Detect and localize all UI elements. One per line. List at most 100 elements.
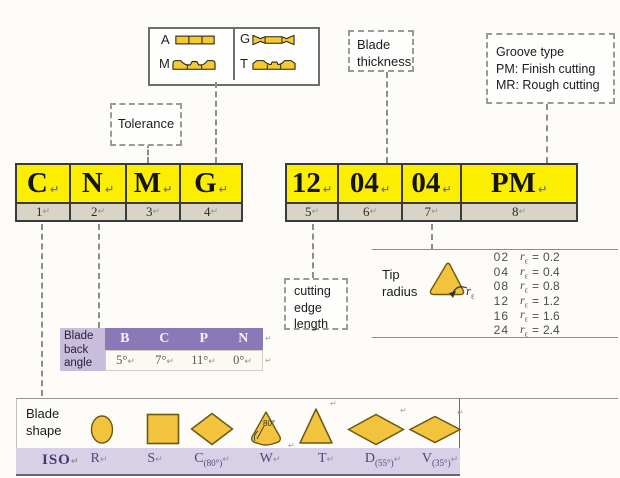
radius-r: r <box>520 249 525 264</box>
back-angle-line1: Blade <box>64 330 94 342</box>
code-cell-2: N↵ 2↵ <box>71 165 127 220</box>
tip-radius-rule-bottom <box>372 337 618 338</box>
tip-radius-line2: radius <box>382 284 418 300</box>
blade-shape-label: Blade shape <box>26 405 61 439</box>
radius-value: 0.4 <box>543 264 560 279</box>
back-angle-header: C <box>159 331 170 346</box>
connector-cell1-to-shape-table <box>41 224 43 396</box>
radius-epsilon: ε <box>524 285 529 295</box>
back-angle-value: 0°↵ <box>233 353 252 367</box>
return-mark: ↵ <box>288 441 295 450</box>
radius-epsilon: ε <box>524 256 529 266</box>
radius-code: 16 <box>493 308 509 323</box>
code-char-6: 04 <box>349 167 379 199</box>
shape-diamond-55-icon <box>347 413 405 446</box>
tip-radius-triangle-icon <box>429 262 465 296</box>
back-angle-header: N <box>238 331 249 346</box>
return-mark: ↵ <box>210 206 219 217</box>
radius-value: 1.2 <box>543 294 560 309</box>
radius-arrow-icon <box>449 286 468 298</box>
cutting-edge-line3: length <box>294 317 329 331</box>
radius-code: 02 <box>493 250 509 265</box>
tip-radius-line1: Tip <box>382 267 400 282</box>
radius-epsilon: ε <box>471 291 475 301</box>
blade-thickness-callout: Blade thickness <box>348 30 414 72</box>
connector-cell7-to-radius <box>431 224 433 250</box>
shape-table-top-rule <box>16 398 618 399</box>
connector-thickness-to-cell6 <box>386 72 388 163</box>
radius-code: 12 <box>493 294 509 309</box>
connector-groove-to-cell8 <box>546 104 548 163</box>
code-char-5: 12 <box>291 167 321 199</box>
return-mark: ↵ <box>330 399 337 408</box>
return-mark: ↵ <box>152 206 161 217</box>
icon-t-label: T <box>240 56 248 71</box>
shape-trigon-80-icon: 80° <box>251 411 281 446</box>
position-number-5: 5 <box>304 204 312 219</box>
return-mark: ↵ <box>265 356 272 365</box>
iso-title: ISO↵ <box>42 452 80 468</box>
shape-square-icon <box>146 413 180 445</box>
code-char-3: M <box>133 167 162 199</box>
radius-epsilon: ε <box>524 300 529 310</box>
groove-type-line1: Groove type <box>496 45 565 59</box>
code-char-1: C <box>26 167 48 199</box>
position-number-4: 4 <box>203 204 211 219</box>
return-mark: ↵ <box>97 206 106 217</box>
radius-value: 0.8 <box>543 279 560 294</box>
code-cell-3: M↵ 3↵ <box>127 165 181 220</box>
iso-col-c: C(80°)↵ <box>194 451 230 468</box>
position-number-1: 1 <box>35 204 43 219</box>
equals-sign: = <box>532 294 540 309</box>
icon-m-label: M <box>159 56 170 71</box>
code-cell-5: 12↵ 5↵ <box>287 165 339 220</box>
radius-r: r <box>466 283 472 298</box>
equals-sign: = <box>532 308 540 323</box>
back-angle-value: 11°↵ <box>191 353 216 367</box>
connector-cell5-to-cutedge <box>312 224 314 278</box>
radius-r: r <box>520 322 525 337</box>
position-number-6: 6 <box>362 204 370 219</box>
back-angle-value: 7°↵ <box>155 353 174 367</box>
iso-col-t: T↵ <box>317 451 335 466</box>
code-cell-1: C↵ 1↵ <box>17 165 71 220</box>
radius-code: 04 <box>493 264 509 279</box>
return-mark: ↵ <box>380 183 391 196</box>
back-angle-header: P <box>199 331 209 346</box>
code-char-7: 04 <box>411 167 441 199</box>
code-cell-7: 04↵ 7↵ <box>403 165 462 220</box>
code-char-4: G <box>194 167 217 199</box>
iso-col-v: V(35°)↵ <box>421 451 459 468</box>
iso-col-w: W↵ <box>259 451 281 466</box>
connector-iconbox-to-cell4 <box>215 82 217 163</box>
return-mark: ↵ <box>218 183 228 196</box>
radius-r: r <box>520 263 525 278</box>
shape-diamond-35-icon <box>408 415 462 444</box>
return-mark: ↵ <box>369 206 378 217</box>
position-number-8: 8 <box>511 204 519 219</box>
position-number-3: 3 <box>145 204 153 219</box>
return-mark: ↵ <box>322 183 333 196</box>
iso-col-s: S↵ <box>147 451 163 466</box>
radius-epsilon: ε <box>524 329 529 339</box>
tip-radius-rule-top <box>372 249 618 250</box>
code-cell-4: G↵ 4↵ <box>181 165 241 220</box>
tip-radius-label: Tip radius <box>382 266 417 300</box>
tolerance-label: Tolerance <box>117 116 175 131</box>
blade-thickness-line2: thickness <box>357 54 412 70</box>
groove-type-callout: Groove type PM: Finish cutting MR: Rough… <box>486 33 615 104</box>
back-angle-header-row: B C P N <box>105 328 263 350</box>
blade-thickness-line1: Blade <box>357 37 391 52</box>
radius-code: 08 <box>493 279 509 294</box>
icon-g-label: G <box>240 31 251 46</box>
position-number-7: 7 <box>424 204 431 219</box>
return-mark: ↵ <box>457 408 464 417</box>
iso-designation-row: ISO↵ R↵ S↵ C(80°)↵ W↵ T↵ D(55°)↵ V(35°)↵ <box>16 448 460 476</box>
return-mark: ↵ <box>104 183 115 196</box>
